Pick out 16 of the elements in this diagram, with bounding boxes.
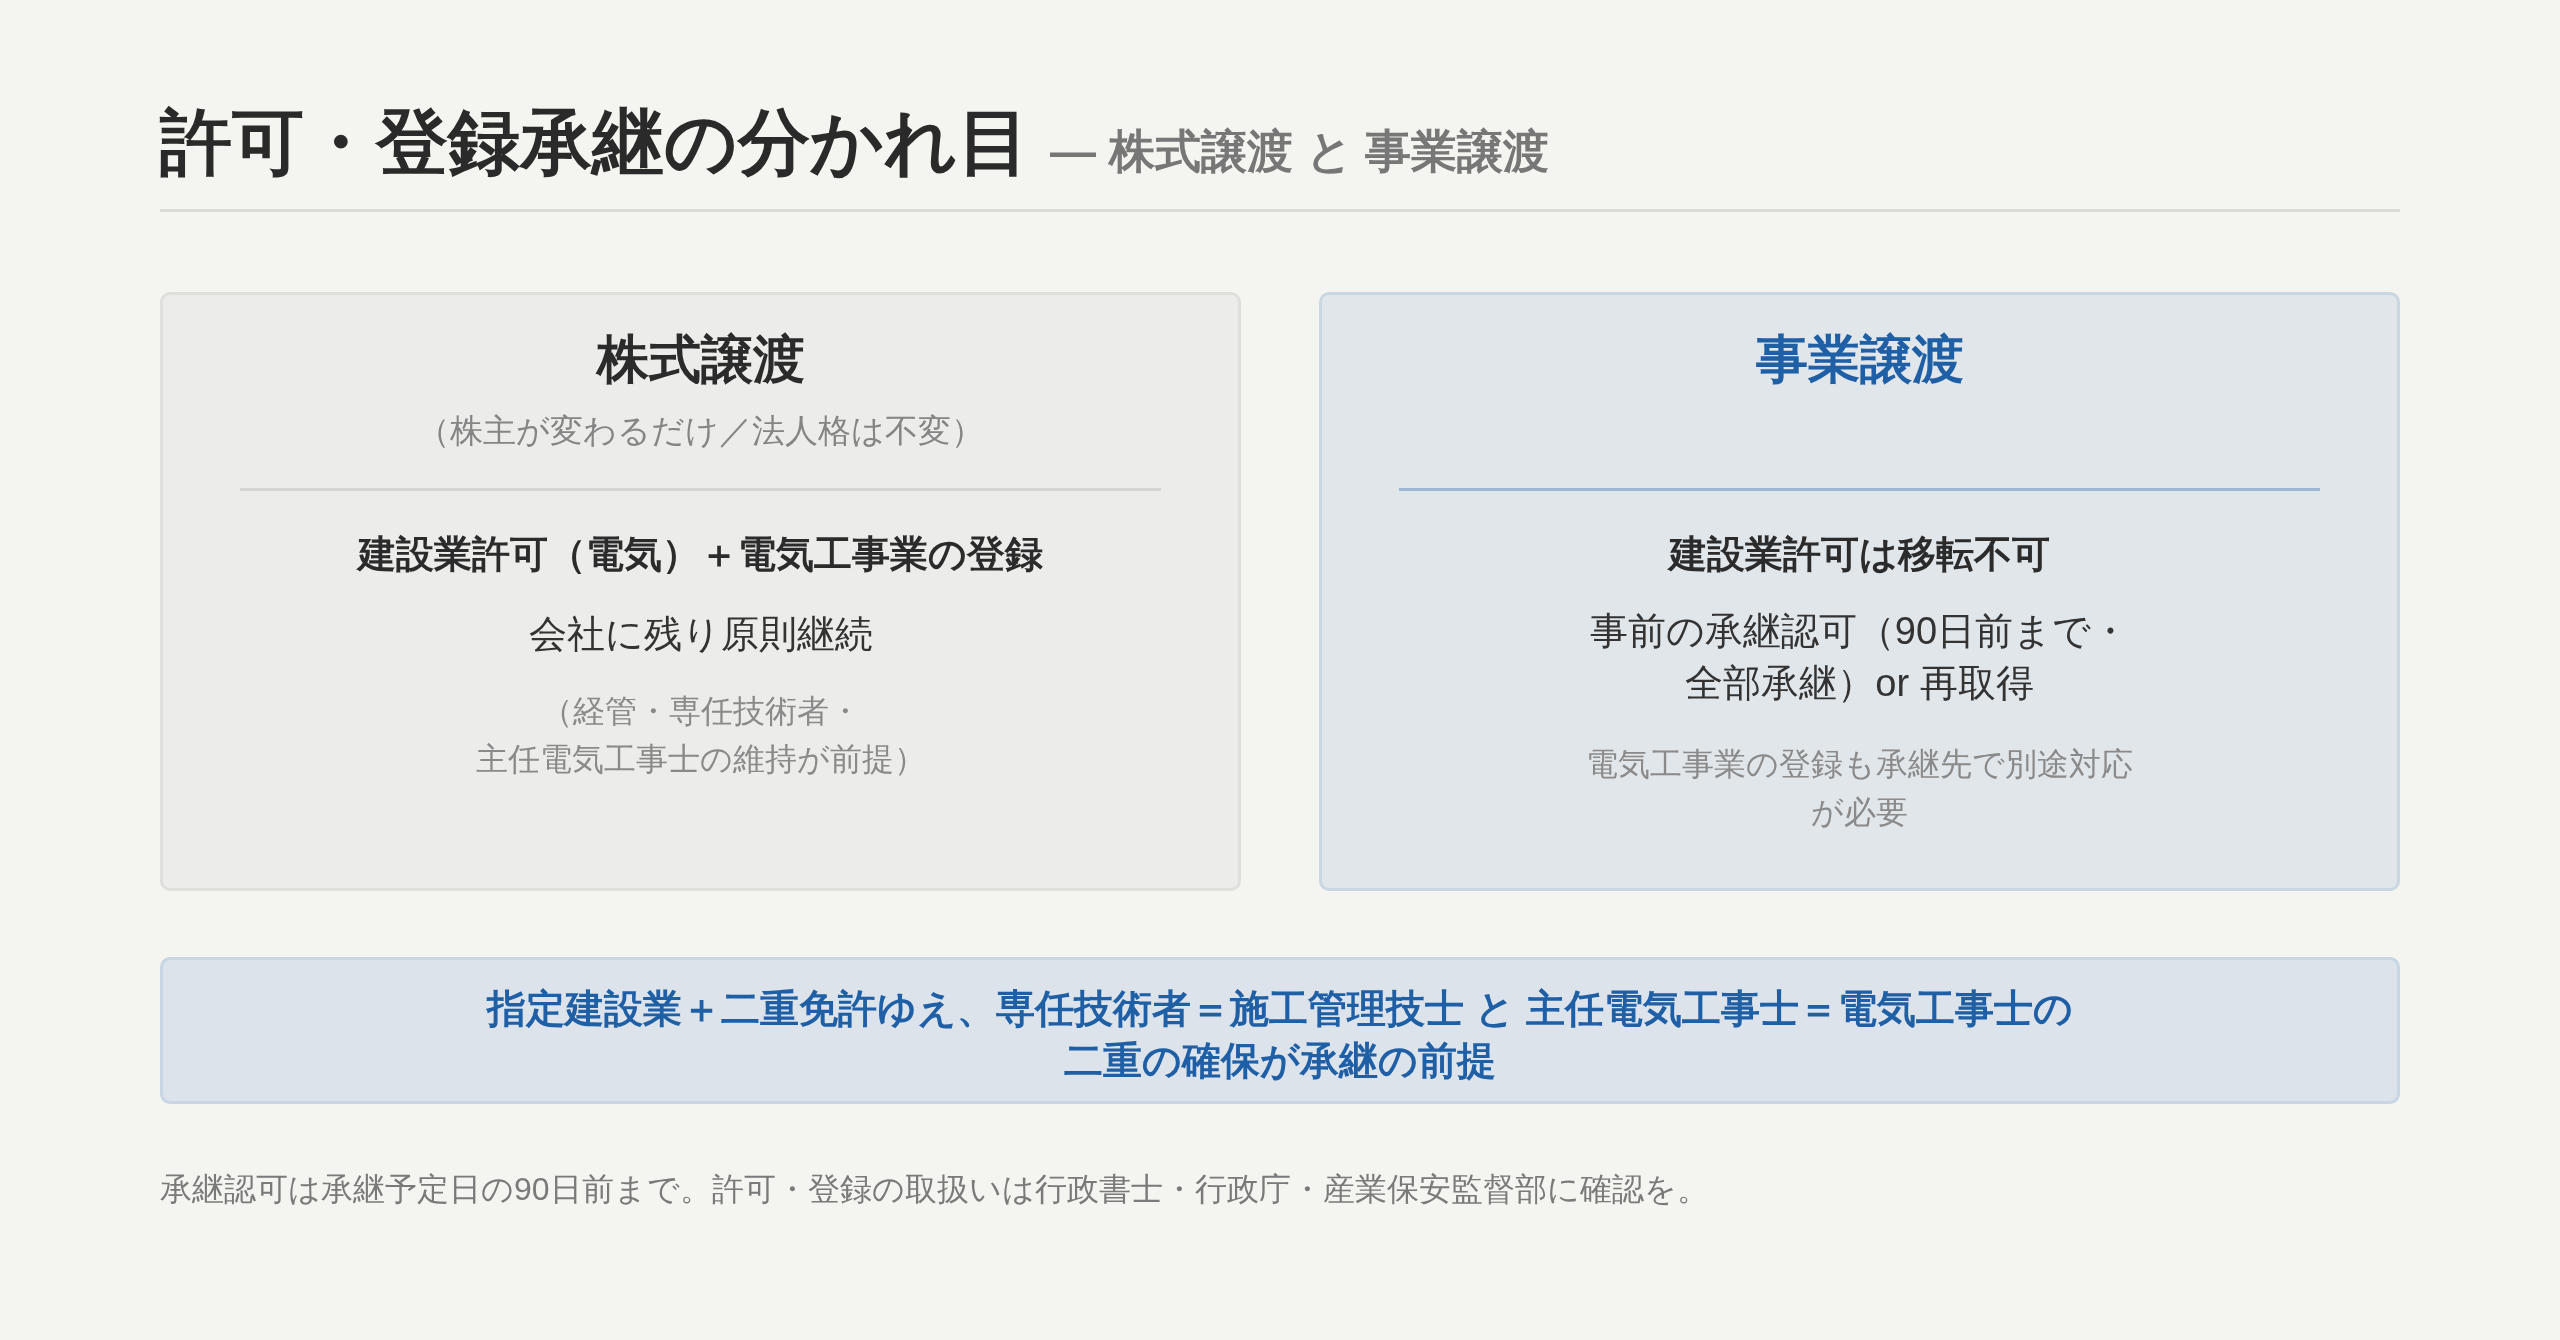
card-note: （経管・専任技術者・主任電気工事士の維持が前提） [475, 692, 926, 779]
card-heading: 事業譲渡 [1755, 329, 1964, 390]
note-banner [160, 957, 2400, 1104]
page-title: 許可・登録承継の分かれ目 [160, 102, 1030, 182]
banner-text: 指定建設業＋二重免許ゆえ、専任技術者＝施工管理技士 と 主任電気工事士＝電気工事士の二重の確保が承継の前提 [485, 986, 2074, 1084]
page-subtitle: — 株式譲渡 と 事業譲渡 [1050, 125, 1550, 177]
card-text: 事前の承継認可（90日前まで・全部承継）or 再取得 [1588, 609, 2131, 706]
card-text: 会社に残り原則継続 [528, 612, 873, 657]
card-point: 建設業許可（電気）＋電気工事業の登録 [358, 532, 1043, 577]
comparison-card [1319, 292, 2400, 891]
card-heading: 株式譲渡 [596, 329, 805, 390]
footnote: 承継認可は承継予定日の90日前まで。許可・登録の取扱いは行政書士・行政庁・産業保安監督部に確認を。 [160, 1170, 1709, 1209]
card-subheading: （株主が変わるだけ／法人格は不変） [417, 411, 984, 451]
comparison-card [160, 292, 1241, 891]
card-point: 建設業許可は移転不可 [1669, 532, 2050, 577]
card-note: 電気工事業の登録も承継先で別途対応が必要 [1585, 745, 2134, 832]
